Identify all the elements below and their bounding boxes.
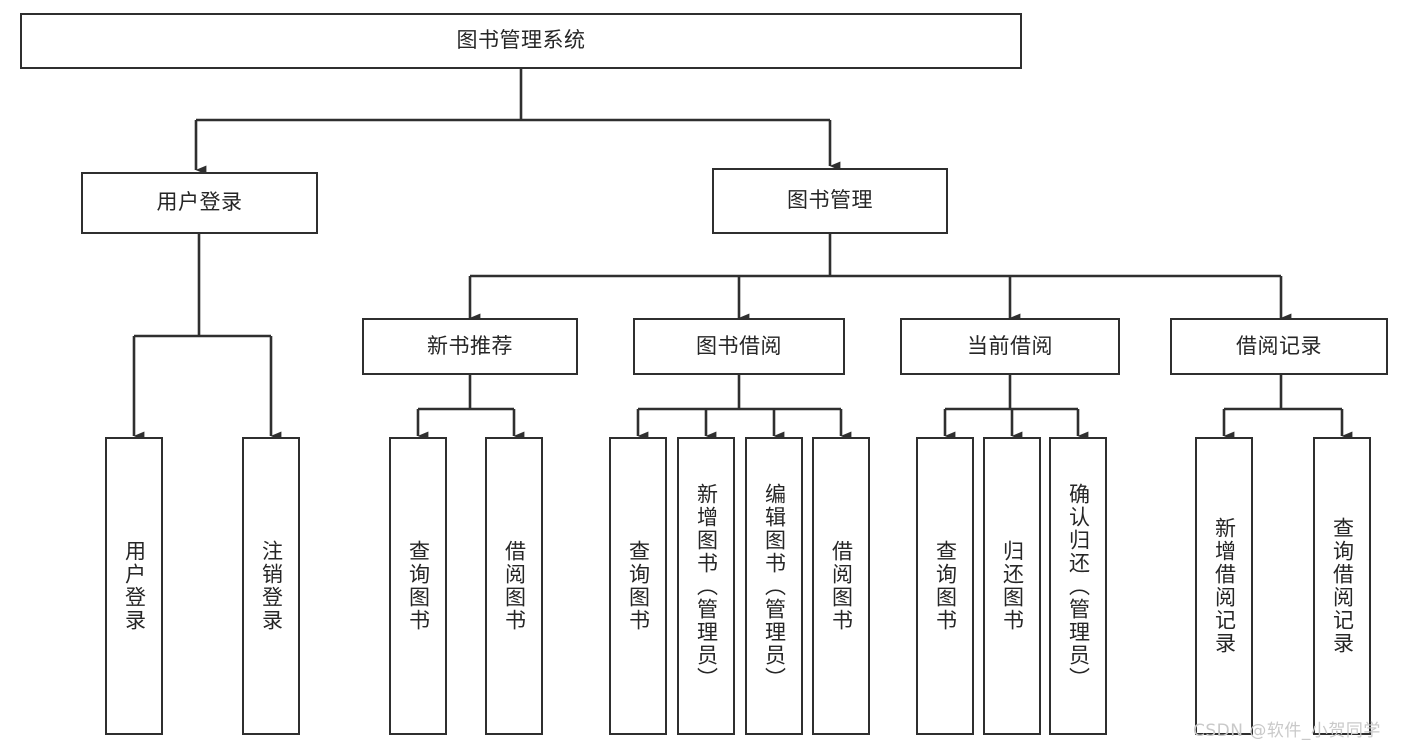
node-label: 图书管理 xyxy=(787,188,873,213)
node-leaf-query-book-2[interactable]: 查询图书 xyxy=(609,437,667,735)
node-leaf-borrow-book-1[interactable]: 借阅图书 xyxy=(485,437,543,735)
node-book-management-system[interactable]: 图书管理系统 xyxy=(20,13,1022,69)
node-leaf-query-book-3[interactable]: 查询图书 xyxy=(916,437,974,735)
node-label: 查询图书 xyxy=(406,540,431,632)
node-label: 用户登录 xyxy=(122,540,147,632)
node-book-management[interactable]: 图书管理 xyxy=(712,168,948,234)
node-leaf-return-book[interactable]: 归还图书 xyxy=(983,437,1041,735)
node-leaf-user-login[interactable]: 用户登录 xyxy=(105,437,163,735)
node-label: 查询图书 xyxy=(626,540,651,632)
csdn-watermark: CSDN @软件_小贺同学 xyxy=(1193,721,1381,741)
node-borrow-record[interactable]: 借阅记录 xyxy=(1170,318,1388,375)
node-label: 当前借阅 xyxy=(967,333,1053,358)
node-leaf-add-book[interactable]: 新增图书（管理员） xyxy=(677,437,735,735)
node-label: 新书推荐 xyxy=(427,333,513,358)
node-label: 确认归还（管理员） xyxy=(1066,482,1091,690)
node-label: 借阅图书 xyxy=(502,540,527,632)
node-label: 归还图书 xyxy=(1000,540,1025,632)
node-label: 注销登录 xyxy=(259,540,284,632)
node-label: 查询借阅记录 xyxy=(1330,517,1355,655)
node-book-borrow[interactable]: 图书借阅 xyxy=(633,318,845,375)
node-leaf-confirm-return[interactable]: 确认归还（管理员） xyxy=(1049,437,1107,735)
node-label: 编辑图书（管理员） xyxy=(762,482,787,690)
node-current-borrow[interactable]: 当前借阅 xyxy=(900,318,1120,375)
node-leaf-query-book-1[interactable]: 查询图书 xyxy=(389,437,447,735)
node-leaf-add-record[interactable]: 新增借阅记录 xyxy=(1195,437,1253,735)
node-label: 查询图书 xyxy=(933,540,958,632)
node-label: 用户登录 xyxy=(156,190,243,215)
node-label: 借阅图书 xyxy=(829,540,854,632)
node-label: 新增图书（管理员） xyxy=(694,482,719,690)
node-label: 新增借阅记录 xyxy=(1212,517,1237,655)
node-leaf-query-record[interactable]: 查询借阅记录 xyxy=(1313,437,1371,735)
node-leaf-logout-login[interactable]: 注销登录 xyxy=(242,437,300,735)
node-leaf-edit-book[interactable]: 编辑图书（管理员） xyxy=(745,437,803,735)
node-label: 图书借阅 xyxy=(696,333,782,358)
node-label: 借阅记录 xyxy=(1236,333,1322,358)
node-user-login[interactable]: 用户登录 xyxy=(81,172,318,234)
node-new-book-recommend[interactable]: 新书推荐 xyxy=(362,318,578,375)
node-label: 图书管理系统 xyxy=(456,28,586,53)
node-leaf-borrow-book-2[interactable]: 借阅图书 xyxy=(812,437,870,735)
